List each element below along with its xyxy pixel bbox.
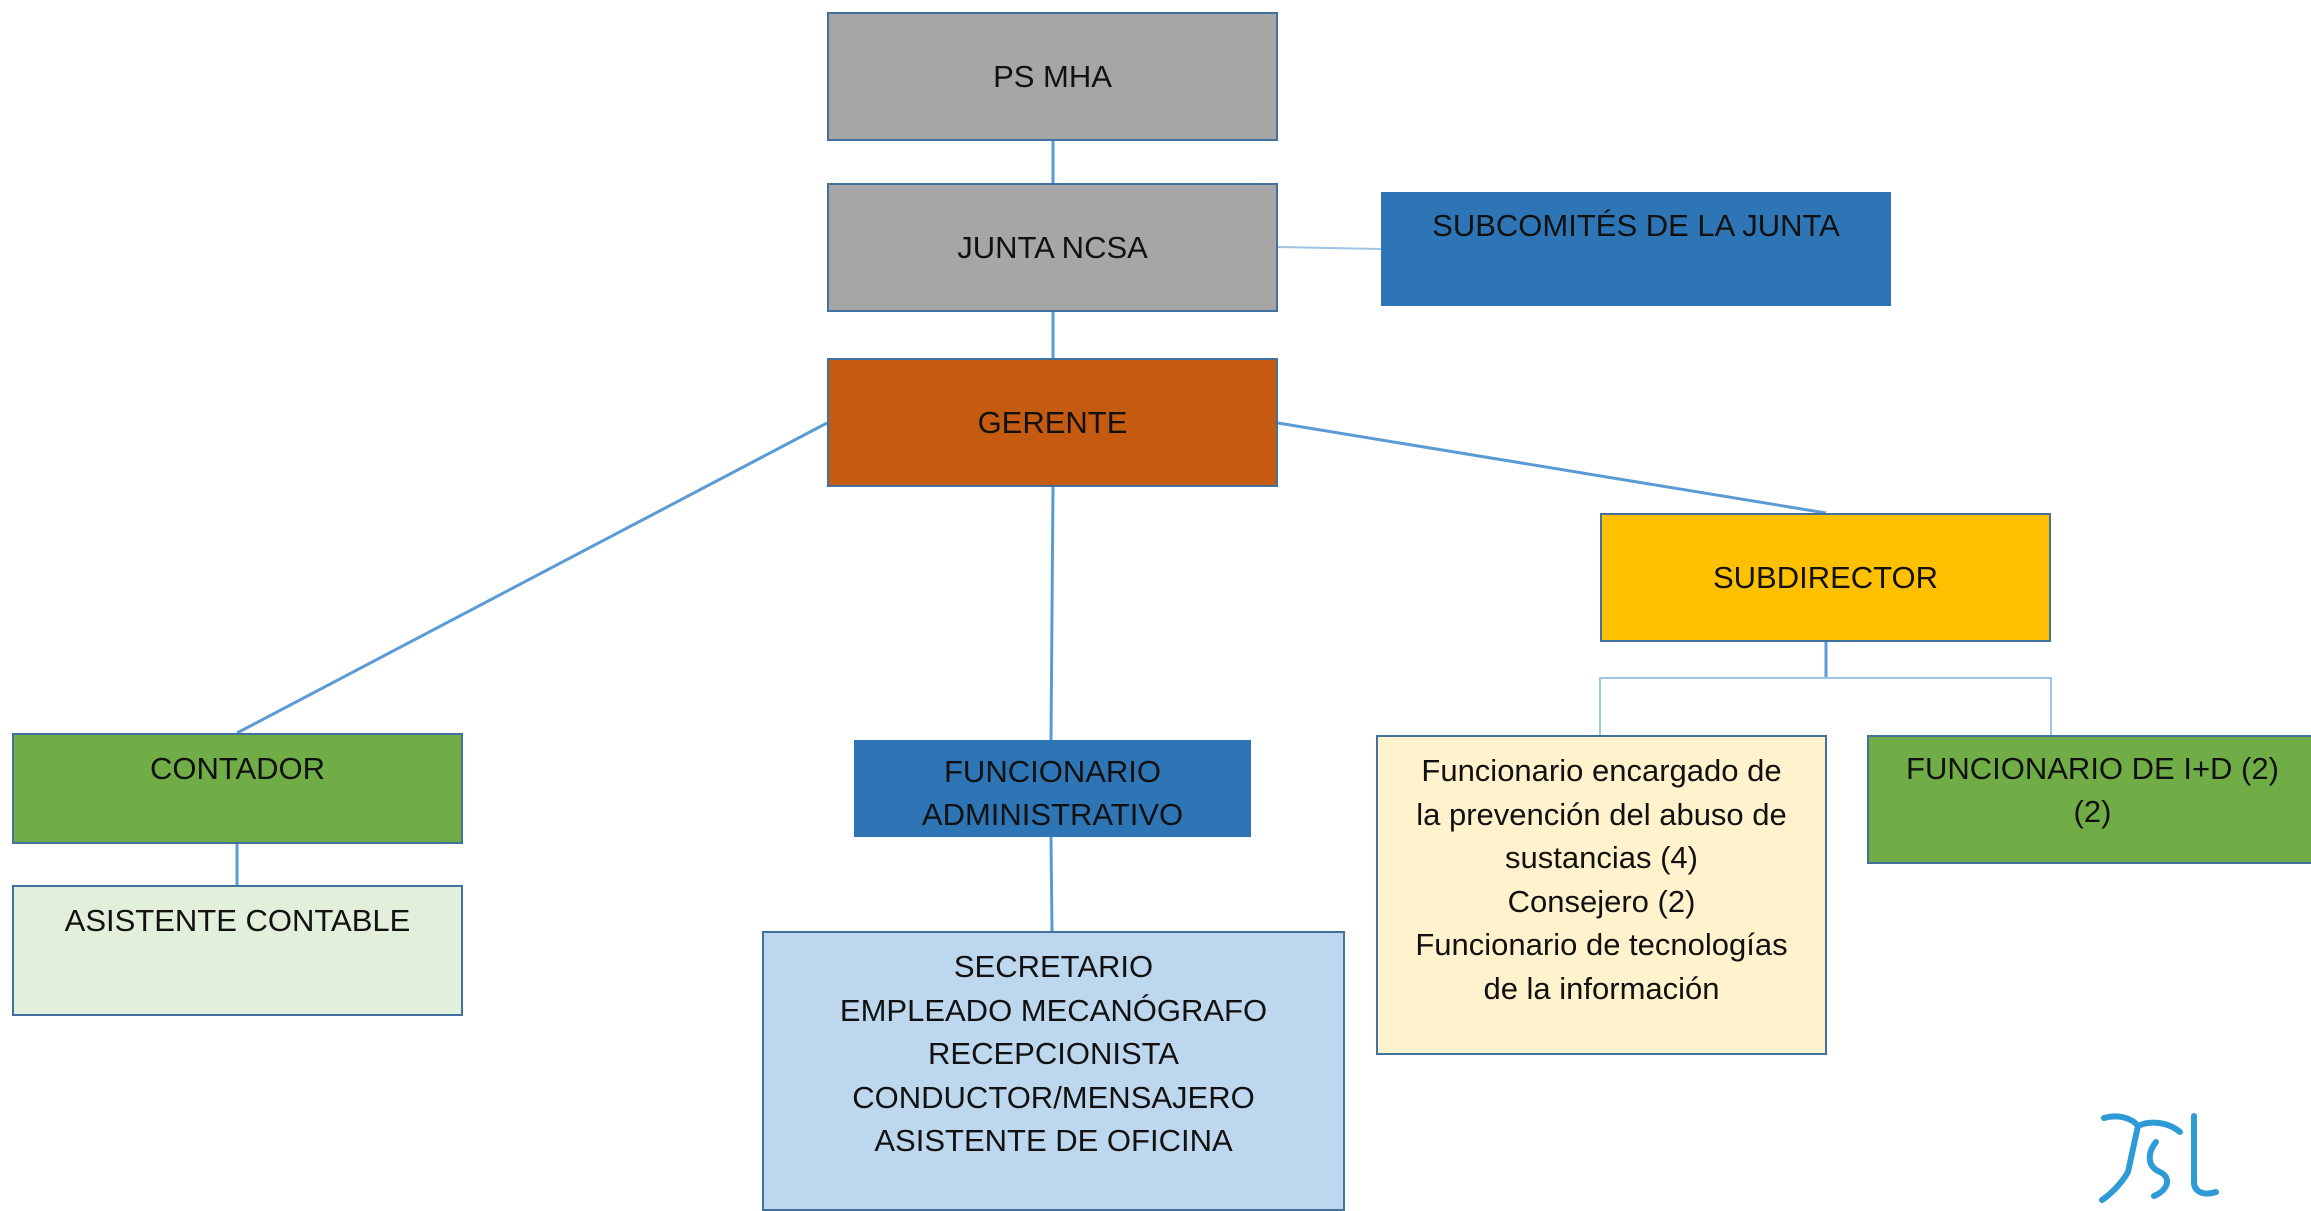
gerente-box: GERENTE: [827, 358, 1278, 487]
connector-subdirector-branches: [1599, 677, 2052, 735]
connector-funcadmin-secretario: [1049, 836, 1054, 932]
connector-junta-subcomites: [1277, 246, 1382, 250]
ps-mha-label: PS MHA: [993, 59, 1112, 94]
asistente-contable-label: ASISTENTE CONTABLE: [64, 903, 411, 938]
gerente-label: GERENTE: [977, 405, 1128, 440]
connector-gerente-funcadmin: [1049, 486, 1055, 741]
ps-mha-box: PS MHA: [827, 12, 1278, 141]
subcomites-label: SUBCOMITÉS DE LA JUNTA: [1432, 208, 1840, 243]
contador-box: CONTADOR: [12, 733, 463, 844]
funcionario-id-box: FUNCIONARIO DE I+D (2) (2): [1867, 735, 2311, 864]
subdirector-label: SUBDIRECTOR: [1712, 560, 1939, 595]
organization-logo-icon: [2099, 1113, 2219, 1203]
secretario-group-label: SECRETARIO EMPLEADO MECANÓGRAFO RECEPCIO…: [839, 949, 1268, 1158]
connector-gerente-contador: [236, 421, 828, 735]
junta-label: JUNTA NCSA: [957, 230, 1148, 265]
funcionario-administrativo-label: FUNCIONARIO ADMINISTRATIVO: [921, 754, 1184, 832]
subcomites-box: SUBCOMITÉS DE LA JUNTA: [1381, 192, 1891, 306]
connector-gerente-subdirector: [1277, 421, 1827, 515]
funcionario-administrativo-box: FUNCIONARIO ADMINISTRATIVO: [854, 740, 1251, 837]
prevencion-group-label: Funcionario encargado de la prevención d…: [1415, 753, 1788, 1006]
subdirector-box: SUBDIRECTOR: [1600, 513, 2051, 642]
asistente-contable-box: ASISTENTE CONTABLE: [12, 885, 463, 1016]
prevencion-group-box: Funcionario encargado de la prevención d…: [1376, 735, 1827, 1055]
funcionario-id-label: FUNCIONARIO DE I+D (2) (2): [1906, 751, 2279, 829]
contador-label: CONTADOR: [149, 751, 326, 786]
junta-box: JUNTA NCSA: [827, 183, 1278, 312]
secretario-group-box: SECRETARIO EMPLEADO MECANÓGRAFO RECEPCIO…: [762, 931, 1345, 1211]
